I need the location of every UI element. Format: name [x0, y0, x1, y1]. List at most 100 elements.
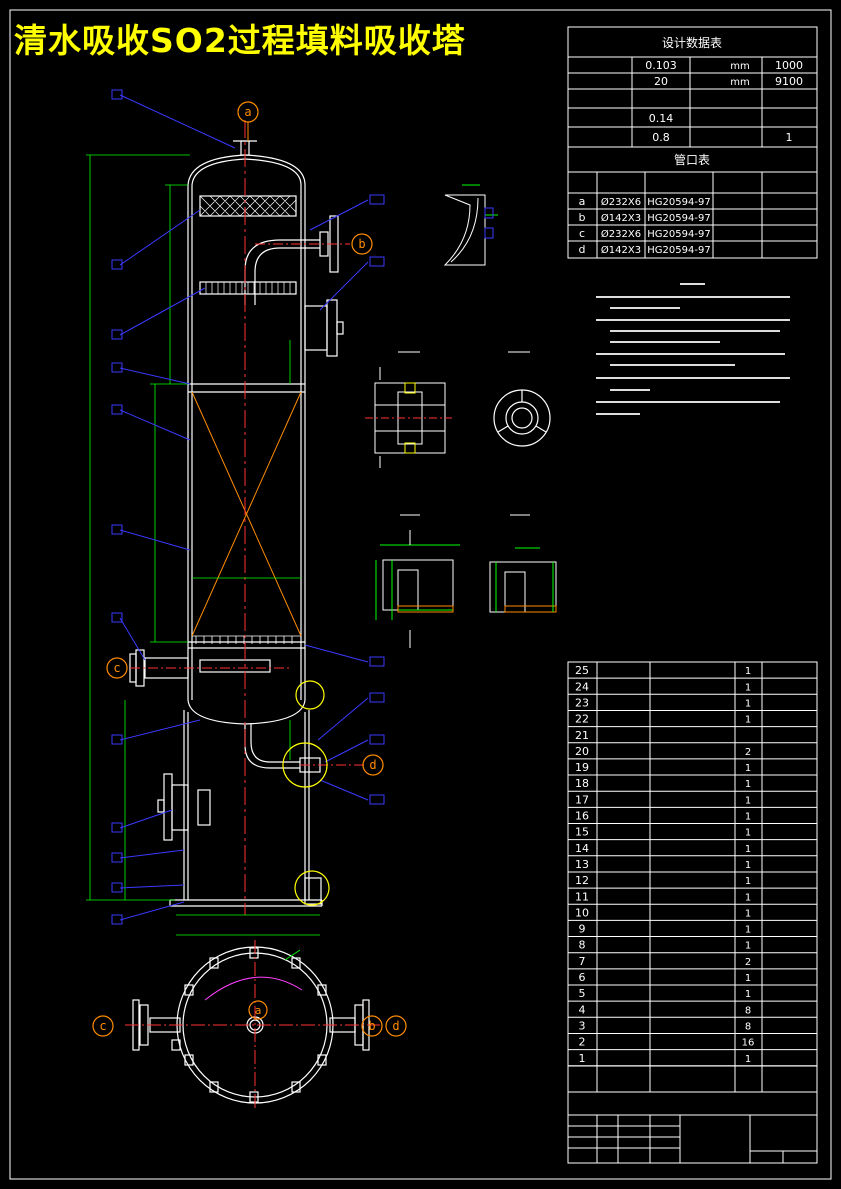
plan-callout-b-label: b — [368, 1019, 375, 1033]
parts-row-number: 25 — [575, 664, 589, 677]
nozzle-mark-d: d — [579, 243, 586, 256]
callout-c: c — [106, 657, 128, 679]
parts-row-qty: 1 — [745, 876, 751, 887]
detail-pipe-section — [374, 382, 446, 454]
section-marks-upper — [379, 351, 530, 468]
parts-row-number: 18 — [575, 777, 589, 790]
callout-d: d — [362, 754, 384, 776]
design-val-5a: 0.8 — [652, 131, 670, 144]
callout-b-label: b — [358, 237, 365, 251]
nozzle-std-c: HG20594-97 — [647, 229, 710, 240]
plan-callout-a-label: a — [255, 1004, 262, 1017]
title-block — [567, 1091, 818, 1164]
parts-row-number: 11 — [575, 890, 589, 903]
plan-callout-c-label: c — [99, 1019, 106, 1033]
design-val-4a: 0.14 — [649, 112, 674, 125]
parts-row-number: 13 — [575, 858, 589, 871]
callout-b: b — [351, 233, 373, 255]
nozzle-mark-b: b — [579, 211, 586, 224]
callout-d-label: d — [369, 758, 376, 772]
parts-row-qty: 2 — [745, 957, 751, 968]
parts-row-qty: 1 — [745, 763, 751, 774]
design-val-2b: 9100 — [775, 75, 803, 88]
nozzle-size-c: Ø232X6 — [601, 228, 641, 240]
detail-head-flanges — [484, 207, 494, 239]
detail-support-right — [489, 547, 557, 613]
parts-row-number: 1 — [579, 1052, 586, 1065]
nozzle-std-d: HG20594-97 — [647, 245, 710, 256]
parts-row-qty: 8 — [745, 1021, 751, 1032]
plan-callout-d: d — [385, 1015, 407, 1037]
plan-leader — [284, 949, 301, 961]
parts-row-qty: 1 — [745, 698, 751, 709]
detail-pipe-ring — [493, 389, 551, 447]
parts-row-number: 12 — [575, 874, 589, 887]
parts-row-qty: 1 — [745, 973, 751, 984]
dimension-lines — [86, 154, 320, 936]
parts-row-number: 23 — [575, 696, 589, 709]
nozzle-mark-c: c — [579, 227, 585, 240]
design-data-table — [567, 26, 818, 259]
parts-row-qty: 1 — [745, 682, 751, 693]
callout-a-label: a — [244, 105, 251, 119]
callout-c-label: c — [113, 661, 120, 675]
parts-row-number: 8 — [579, 939, 586, 952]
parts-row-qty: 1 — [745, 941, 751, 952]
plan-arc-magenta — [204, 976, 303, 1001]
parts-row-number: 10 — [575, 906, 589, 919]
parts-row-number: 15 — [575, 826, 589, 839]
technical-notes — [596, 283, 790, 415]
parts-row-qty: 1 — [745, 666, 751, 677]
parts-row-qty: 1 — [745, 908, 751, 919]
detail-head-segment — [443, 184, 498, 266]
nozzle-std-a: HG20594-97 — [647, 197, 710, 208]
plan-callout-c: c — [92, 1015, 114, 1037]
parts-row-qty: 1 — [745, 1054, 751, 1065]
plan-callout-d-label: d — [392, 1019, 399, 1033]
parts-row-number: 17 — [575, 793, 589, 806]
packing-support-grid — [192, 635, 301, 644]
parts-row-qty: 1 — [745, 925, 751, 936]
parts-row-number: 20 — [575, 745, 589, 758]
design-table-header: 设计数据表 — [662, 35, 722, 50]
parts-row-qty: 1 — [745, 812, 751, 823]
drawing-frame — [9, 9, 832, 1180]
design-val-2a: 20 — [654, 75, 668, 88]
parts-row-number: 2 — [579, 1036, 586, 1049]
parts-row-number: 7 — [579, 955, 586, 968]
drawing-title: 清水吸收SO2过程填料吸收塔 — [14, 21, 466, 60]
parts-row-qty: 1 — [745, 779, 751, 790]
parts-row-number: 4 — [579, 1003, 586, 1016]
parts-row-number: 21 — [575, 729, 589, 742]
parts-row-number: 22 — [575, 713, 589, 726]
parts-row-qty: 1 — [745, 989, 751, 1000]
nozzle-mark-a: a — [579, 195, 586, 208]
nozzle-size-d: Ø142X3 — [601, 244, 641, 256]
section-marks-lower — [400, 514, 530, 648]
parts-row-qty: 1 — [745, 715, 751, 726]
callout-a: a — [237, 101, 259, 141]
parts-row-qty: 1 — [745, 844, 751, 855]
design-val-1b: 1000 — [775, 59, 803, 72]
nozzle-table-header: 管口表 — [674, 152, 710, 167]
liquid-distributor — [199, 281, 297, 295]
parts-row-qty: 1 — [745, 860, 751, 871]
parts-row-qty: 8 — [745, 1005, 751, 1016]
parts-row-qty: 1 — [745, 828, 751, 839]
detail-support-left — [375, 544, 460, 620]
leader-lines — [119, 94, 369, 921]
demister-pad — [199, 195, 297, 217]
design-unit-b: mm — [730, 77, 749, 88]
detail-circles — [282, 680, 330, 906]
parts-row-number: 16 — [575, 810, 589, 823]
parts-row-number: 9 — [579, 923, 586, 936]
plan-callout-b: b — [361, 1015, 383, 1037]
nozzle-size-a: Ø232X6 — [601, 196, 641, 208]
parts-row-number: 6 — [579, 971, 586, 984]
design-val-1a: 0.103 — [645, 59, 677, 72]
leader-tags — [111, 89, 385, 925]
design-unit-a: mm — [730, 61, 749, 72]
parts-row-number: 19 — [575, 761, 589, 774]
